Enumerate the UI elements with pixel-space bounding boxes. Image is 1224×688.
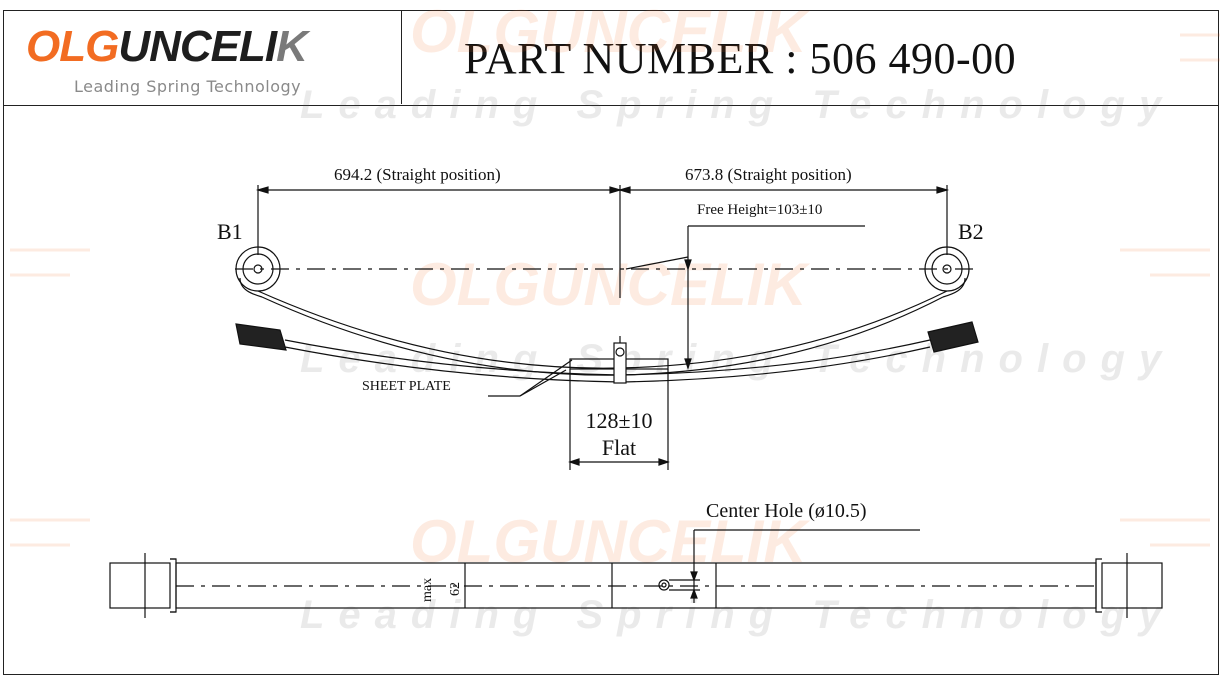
watermark-tagline-top: Leading Spring Technology bbox=[300, 83, 1175, 127]
top-view-labels: Center Hole (ø10.5) max 62 bbox=[420, 500, 867, 602]
eye-left bbox=[235, 246, 281, 292]
eye-left-label: B1 bbox=[217, 219, 243, 244]
watermark-brand-top: OLGUNCELIK bbox=[410, 0, 810, 65]
flat-value-label: 128±10 bbox=[585, 408, 652, 433]
top-view bbox=[109, 529, 1163, 618]
drawing-sheet: OLGUNCELIK Leading Spring Technology PAR… bbox=[3, 10, 1219, 675]
watermark-stripes bbox=[10, 33, 1220, 547]
width-value-label: 62 bbox=[448, 582, 463, 596]
company-logo: OLGUNCELIK bbox=[26, 21, 308, 73]
left-length-label: 694.2 (Straight position) bbox=[334, 165, 501, 184]
right-length-label: 673.8 (Straight position) bbox=[685, 165, 852, 184]
center-hole-label: Center Hole (ø10.5) bbox=[706, 500, 867, 522]
flat-dimension bbox=[568, 369, 670, 470]
part-number-title: PART NUMBER : 506 490-00 bbox=[464, 34, 1017, 83]
center-hole bbox=[658, 579, 670, 591]
top-eye-left bbox=[109, 562, 171, 609]
watermark-layer: OLGUNCELIK Leading Spring Technology OLG… bbox=[10, 0, 1220, 637]
watermark-tagline-middle: Leading Spring Technology bbox=[300, 337, 1175, 381]
sheet-plate-leader bbox=[488, 359, 573, 397]
watermark-brand-bottom: OLGUNCELIK bbox=[410, 508, 810, 575]
free-height-dimension bbox=[625, 225, 865, 370]
top-eye-right bbox=[1101, 562, 1163, 609]
sheet-plate-label: SHEET PLATE bbox=[362, 379, 451, 394]
logo-cell: OLGUNCELIK Leading Spring Technology bbox=[4, 11, 402, 104]
width-max-label: max bbox=[420, 578, 435, 602]
side-view bbox=[235, 185, 979, 470]
logo-part-k: K bbox=[276, 22, 308, 71]
logo-part-olg: OLG bbox=[26, 22, 119, 71]
end-pad-left bbox=[235, 323, 287, 351]
eye-right-label: B2 bbox=[958, 219, 984, 244]
center-bolt bbox=[613, 342, 627, 384]
logo-part-unceli: UNCELI bbox=[118, 22, 277, 71]
watermark-tagline-bottom: Leading Spring Technology bbox=[300, 593, 1175, 637]
length-dimension bbox=[255, 185, 950, 298]
free-height-label: Free Height=103±10 bbox=[697, 202, 822, 218]
flat-label: Flat bbox=[602, 435, 636, 460]
end-pad-right bbox=[927, 321, 979, 353]
title-block: OLGUNCELIK Leading Spring Technology PAR… bbox=[4, 11, 1218, 106]
logo-tagline: Leading Spring Technology bbox=[74, 77, 302, 96]
side-view-labels: 694.2 (Straight position) 673.8 (Straigh… bbox=[217, 165, 984, 460]
watermark-brand-middle: OLGUNCELIK bbox=[410, 251, 810, 318]
